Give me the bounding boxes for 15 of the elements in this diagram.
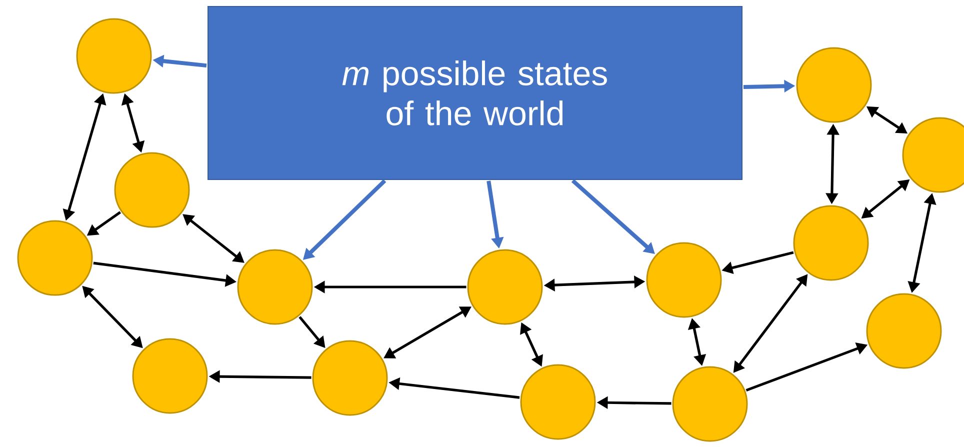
- state-circle: [17, 220, 93, 296]
- state-circle: [467, 249, 543, 325]
- state-circle: [672, 366, 748, 442]
- state-circle: [76, 18, 152, 94]
- text-box: m possible states of the world: [208, 6, 742, 180]
- state-circle: [132, 338, 208, 414]
- state-circle: [796, 47, 872, 123]
- state-circle: [520, 364, 596, 440]
- state-circle: [793, 205, 869, 281]
- state-circle: [237, 249, 313, 325]
- state-circle: [866, 293, 942, 369]
- state-circle: [646, 242, 722, 318]
- state-circle: [114, 152, 190, 228]
- state-circle: [312, 340, 388, 416]
- state-circle: [902, 117, 964, 193]
